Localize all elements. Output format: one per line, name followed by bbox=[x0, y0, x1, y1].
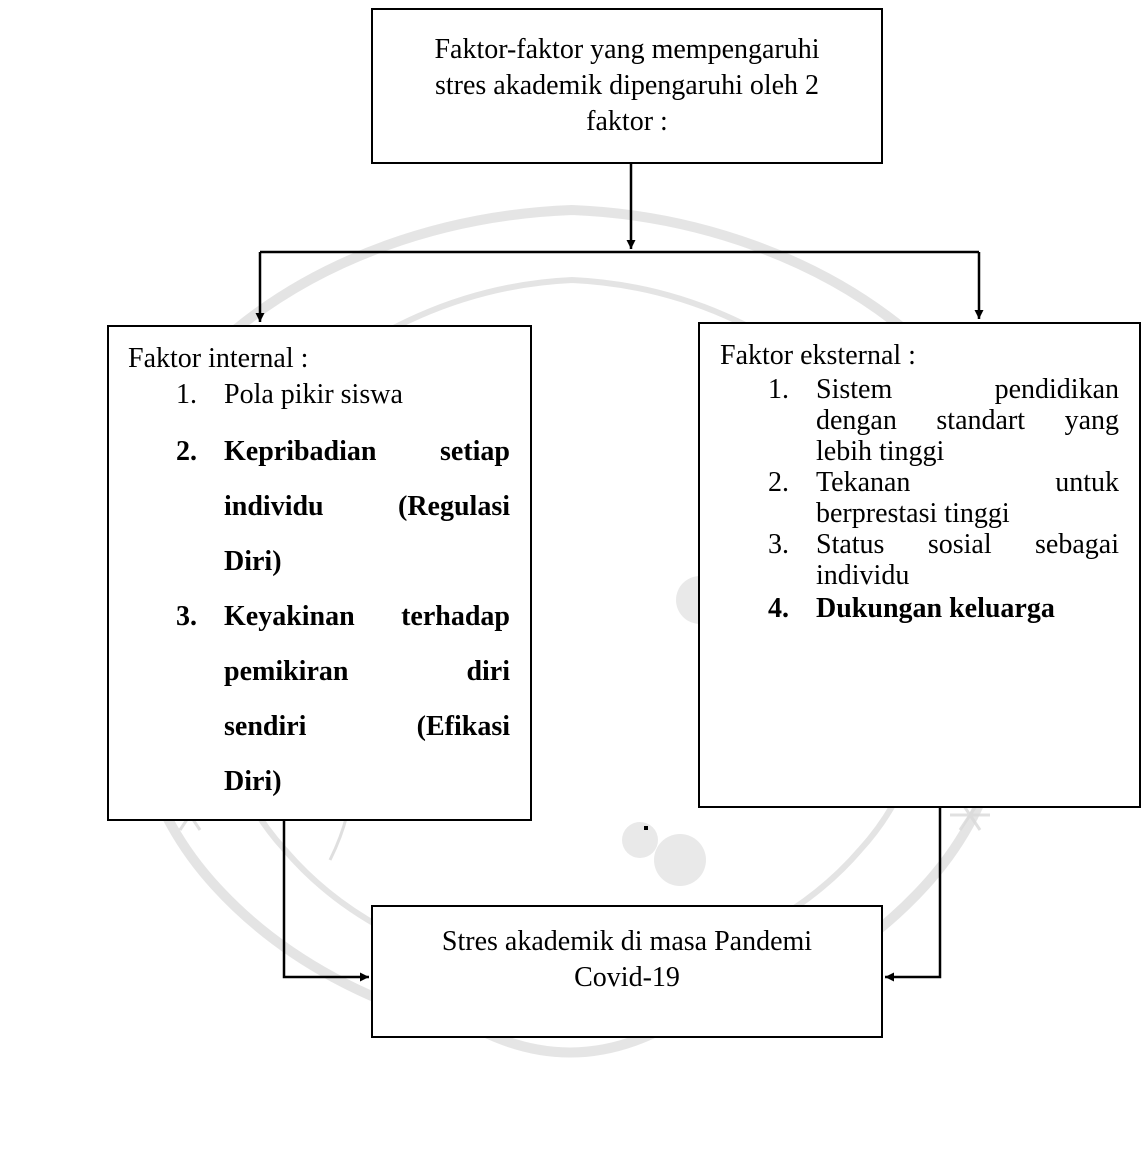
outcome-line-2: Covid-19 bbox=[574, 962, 680, 993]
word: untuk bbox=[1055, 467, 1119, 498]
word: setiap bbox=[440, 436, 510, 467]
internal-item-1-number: 1. bbox=[176, 379, 197, 410]
internal-item-2-line-1: Kepribadian setiap bbox=[224, 424, 510, 479]
external-item-4-text: Dukungan keluarga bbox=[816, 593, 1055, 624]
word: Tekanan bbox=[816, 467, 911, 498]
outcome-line-1: Stres akademik di masa Pandemi bbox=[441, 926, 813, 957]
connector-external-to-bottom bbox=[885, 808, 942, 982]
word: terhadap bbox=[401, 601, 510, 632]
word: standart bbox=[936, 405, 1026, 436]
internal-item-2-line-2: individu (Regulasi bbox=[224, 479, 510, 534]
internal-item-1-text: Pola pikir siswa bbox=[224, 379, 403, 410]
internal-item-2: 2. Kepribadian setiap individu (Regulasi D… bbox=[176, 424, 510, 589]
word: yang bbox=[1064, 405, 1119, 436]
root-factor-line-1: Faktor-faktor yang mempengaruhi bbox=[434, 34, 820, 65]
root-factor-box: Faktor-faktor yang mempengaruhi stres ak… bbox=[371, 8, 883, 164]
word: diri bbox=[466, 656, 510, 687]
external-item-1-line-3: lebih tinggi bbox=[816, 436, 945, 467]
internal-item-3-line-4: Diri) bbox=[224, 766, 282, 797]
outcome-box: Stres akademik di masa Pandemi Covid-19 bbox=[371, 905, 883, 1038]
external-item-3: 3. Status sosial sebagai individu bbox=[768, 529, 1119, 591]
internal-factor-box: Faktor internal : 1. Pola pikir siswa 2.… bbox=[107, 325, 532, 821]
internal-item-3: 3. Keyakinan terhadap pemikiran diri sendi… bbox=[176, 589, 510, 809]
external-item-2-number: 2. bbox=[768, 467, 789, 498]
internal-item-3-line-1: Keyakinan terhadap bbox=[224, 589, 510, 644]
internal-item-3-number: 3. bbox=[176, 601, 197, 632]
root-factor-line-3: faktor : bbox=[586, 106, 668, 137]
word: sebagai bbox=[1035, 529, 1119, 560]
stray-dot bbox=[644, 826, 648, 830]
external-item-1: 1. Sistem pendidikan dengan standart yang l… bbox=[768, 374, 1119, 467]
internal-item-2-number: 2. bbox=[176, 436, 197, 467]
internal-item-1: 1. Pola pikir siswa bbox=[176, 377, 510, 413]
external-item-3-line-1: Status sosial sebagai bbox=[816, 529, 1119, 560]
external-item-1-line-2: dengan standart yang bbox=[816, 405, 1119, 436]
word: (Regulasi bbox=[398, 491, 510, 522]
external-item-4: 4. Dukungan keluarga bbox=[768, 591, 1119, 627]
word: dengan bbox=[816, 405, 897, 436]
word: sosial bbox=[927, 529, 992, 560]
external-heading: Faktor eksternal : bbox=[720, 340, 916, 371]
word: Status bbox=[816, 529, 885, 560]
external-item-2-line-2: berprestasi tinggi bbox=[816, 498, 1010, 529]
word: pendidikan bbox=[994, 374, 1119, 405]
word: Kepribadian bbox=[224, 436, 377, 467]
external-item-1-line-1: Sistem pendidikan bbox=[816, 374, 1119, 405]
external-item-3-number: 3. bbox=[768, 529, 789, 560]
internal-item-3-line-2: pemikiran diri bbox=[224, 644, 510, 699]
word: pemikiran bbox=[224, 656, 349, 687]
external-item-4-number: 4. bbox=[768, 593, 789, 624]
root-factor-line-2: stres akademik dipengaruhi oleh 2 bbox=[434, 70, 820, 101]
word: (Efikasi bbox=[416, 711, 510, 742]
external-item-2-line-1: Tekanan untuk bbox=[816, 467, 1119, 498]
internal-factor-list: 1. Pola pikir siswa 2. Kepribadian setiap… bbox=[176, 377, 510, 809]
word: sendiri bbox=[224, 711, 307, 742]
external-factor-box: Faktor eksternal : 1. Sistem pendidikan d… bbox=[698, 322, 1141, 808]
word: Keyakinan bbox=[224, 601, 355, 632]
external-item-3-line-2: individu bbox=[816, 560, 910, 591]
word: Sistem bbox=[816, 374, 893, 405]
internal-item-3-line-3: sendiri (Efikasi bbox=[224, 699, 510, 754]
external-item-2: 2. Tekanan untuk berprestasi tinggi bbox=[768, 467, 1119, 529]
connector-internal-to-bottom bbox=[282, 821, 369, 982]
word: individu bbox=[224, 491, 324, 522]
external-item-1-number: 1. bbox=[768, 374, 789, 405]
internal-heading: Faktor internal : bbox=[128, 343, 309, 374]
internal-item-2-line-3: Diri) bbox=[224, 546, 282, 577]
external-factor-list: 1. Sistem pendidikan dengan standart yang l… bbox=[768, 374, 1119, 627]
